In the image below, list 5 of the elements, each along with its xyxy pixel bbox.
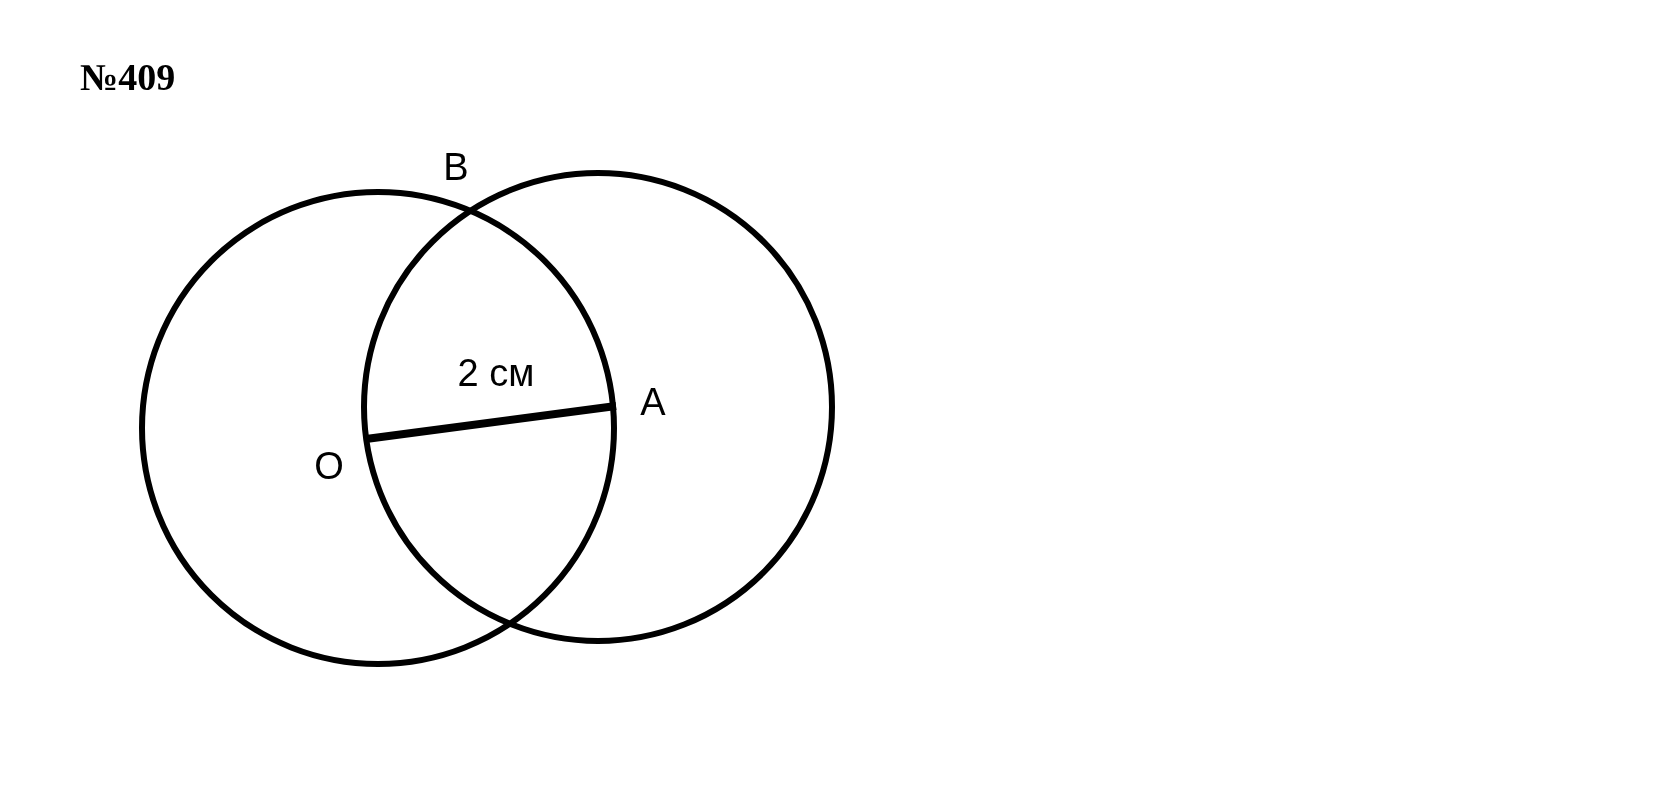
point-label: O xyxy=(314,447,344,485)
measure-label: 2 см xyxy=(457,354,535,392)
point-label: A xyxy=(640,383,666,421)
point-label: B xyxy=(443,148,469,186)
task-number: №409 xyxy=(80,58,176,96)
